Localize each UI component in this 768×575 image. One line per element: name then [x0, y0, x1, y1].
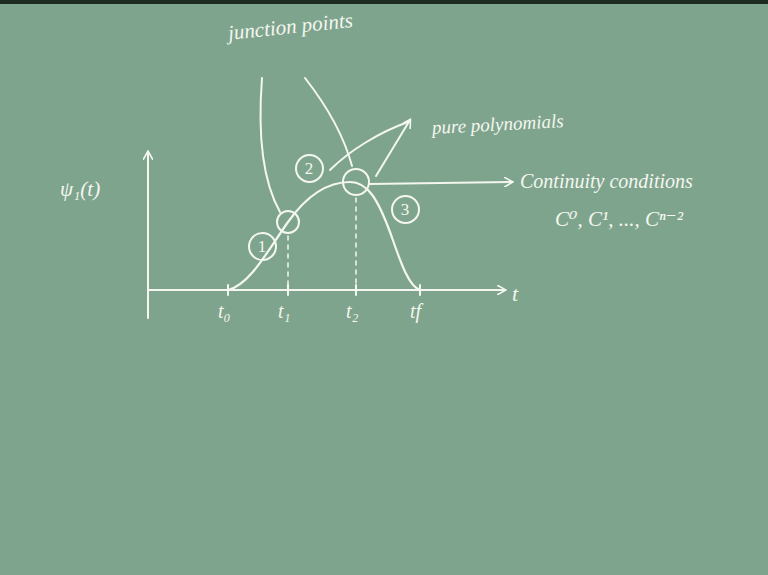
formula-text: C⁰, C¹, ..., Cⁿ⁻²	[555, 208, 683, 231]
board-edge	[0, 0, 768, 4]
callout-circle: 2	[295, 154, 324, 183]
note-text: Continuity conditions	[520, 170, 693, 192]
basis-curve	[228, 182, 420, 290]
callout-number: 1	[258, 238, 267, 255]
tick-label: t₁	[278, 300, 291, 322]
tick-label: t₀	[218, 300, 231, 322]
junction-circle	[277, 211, 299, 233]
tick-label: t₂	[346, 300, 359, 322]
callout-number: 3	[401, 201, 410, 218]
leader-line	[330, 122, 408, 170]
note-text: pure polynomials	[431, 111, 564, 139]
axis-label: t	[512, 282, 518, 306]
y-axis	[147, 152, 149, 318]
leader-line	[305, 78, 352, 166]
axis-label: ψ₁(t)	[60, 178, 100, 201]
leader-arrow	[370, 182, 512, 184]
x-axis	[148, 289, 505, 291]
tick-marks	[228, 285, 420, 295]
callout-circle: 1	[248, 232, 277, 261]
callout-number: 2	[305, 160, 314, 177]
junction-circle	[343, 169, 369, 195]
callout-circle: 3	[391, 195, 420, 224]
dashed-drop	[288, 198, 356, 288]
leader-line	[261, 78, 280, 212]
tick-label: tf	[410, 300, 421, 322]
note-text: junction points	[227, 9, 354, 45]
